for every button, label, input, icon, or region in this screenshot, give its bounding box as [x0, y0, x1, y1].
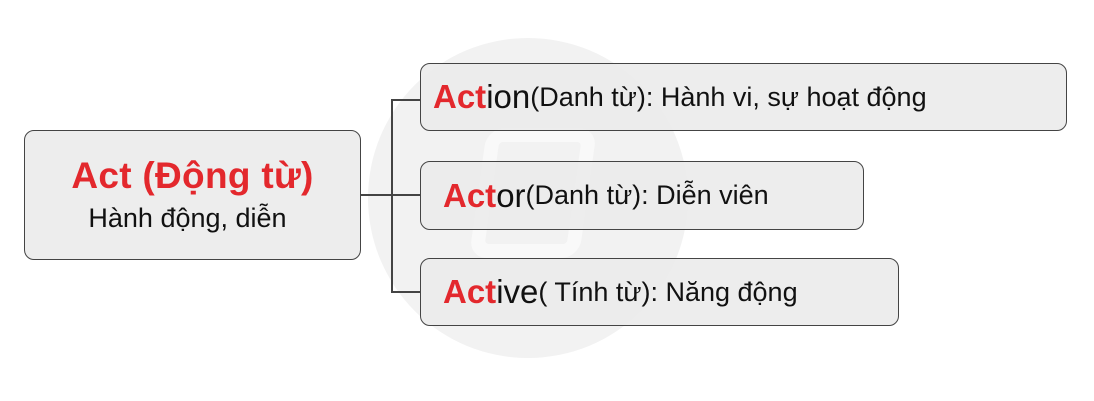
child-node-actor: Actor (Danh từ): Diễn viên	[420, 161, 864, 230]
child-description: ( Tính từ): Năng động	[538, 276, 798, 307]
word-highlight: Act	[443, 273, 497, 310]
connector-root-trunk	[360, 194, 392, 196]
connector-branch-1	[391, 99, 421, 101]
child-node-action: Action (Danh từ): Hành vi, sự hoạt động	[420, 63, 1067, 131]
connector-branch-3	[391, 291, 421, 293]
word-suffix: ion	[486, 78, 531, 115]
connector-branch-2	[391, 194, 421, 196]
word-suffix: or	[496, 176, 526, 214]
child-word: Active	[443, 273, 538, 311]
child-word: Action	[433, 78, 530, 116]
child-node-active: Active ( Tính từ): Năng động	[420, 258, 899, 326]
word-highlight: Act	[433, 78, 487, 115]
word-highlight: Act	[443, 176, 497, 214]
root-title: Act (Động từ)	[71, 155, 314, 196]
root-node: Act (Động từ) Hành động, diễn	[24, 130, 361, 260]
child-description: (Danh từ): Diễn viên	[525, 180, 769, 210]
child-description: (Danh từ): Hành vi, sự hoạt động	[530, 81, 927, 112]
word-suffix: ive	[496, 273, 539, 310]
child-word: Actor	[443, 177, 526, 215]
root-subtitle: Hành động, diễn	[88, 203, 287, 233]
connector-vertical-spine	[391, 99, 393, 292]
